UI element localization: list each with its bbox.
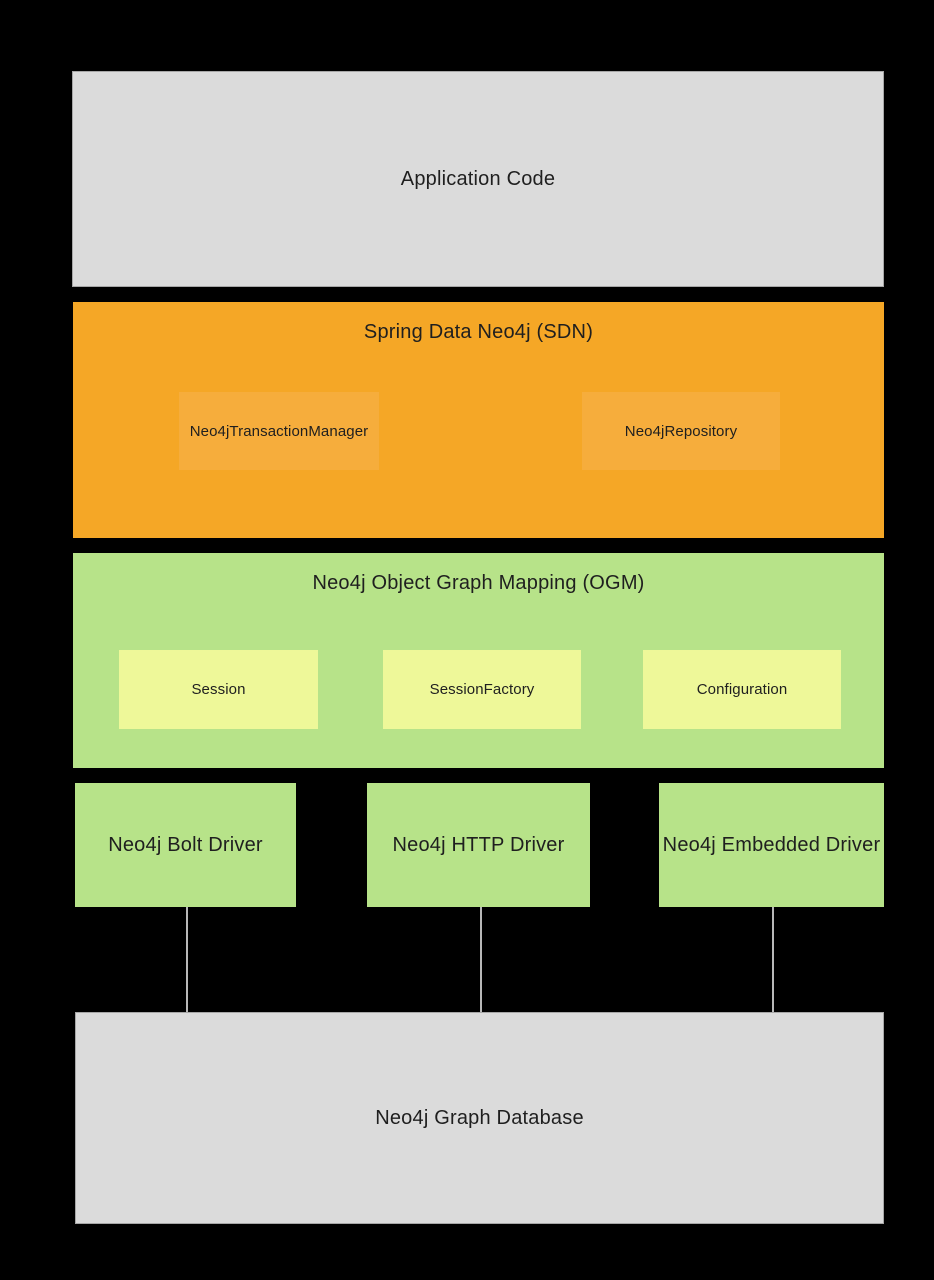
- session-label: Session: [191, 681, 246, 698]
- configuration-label: Configuration: [696, 681, 788, 698]
- layer-spring-data-neo4j: Spring Data Neo4j (SDN) Neo4jTransaction…: [73, 302, 884, 538]
- application-code-label: Application Code: [400, 167, 556, 190]
- layer-neo4j-graph-database: Neo4j Graph Database: [75, 1012, 884, 1224]
- ogm-title: Neo4j Object Graph Mapping (OGM): [312, 572, 645, 594]
- neo4j-embedded-driver-label: Neo4j Embedded Driver: [662, 833, 881, 856]
- session-factory-label: SessionFactory: [429, 681, 535, 698]
- connector-http-to-database: [480, 907, 482, 1012]
- connector-embedded-to-database: [772, 907, 774, 1012]
- neo4j-bolt-driver-label: Neo4j Bolt Driver: [108, 833, 263, 856]
- neo4j-graph-database-label: Neo4j Graph Database: [375, 1106, 584, 1129]
- component-neo4j-transaction-manager: Neo4jTransactionManager: [179, 392, 379, 470]
- driver-neo4j-http: Neo4j HTTP Driver: [367, 783, 590, 907]
- component-session-factory: SessionFactory: [383, 650, 581, 729]
- connector-bolt-to-database: [186, 907, 188, 1012]
- neo4j-transaction-manager-label: Neo4jTransactionManager: [189, 422, 369, 440]
- component-configuration: Configuration: [643, 650, 841, 729]
- driver-neo4j-bolt: Neo4j Bolt Driver: [75, 783, 296, 907]
- component-neo4j-repository: Neo4jRepository: [582, 392, 780, 470]
- component-session: Session: [119, 650, 318, 729]
- layer-neo4j-ogm: Neo4j Object Graph Mapping (OGM) Session…: [73, 553, 884, 768]
- layer-application-code: Application Code: [72, 71, 884, 287]
- neo4j-http-driver-label: Neo4j HTTP Driver: [392, 833, 565, 856]
- neo4j-repository-label: Neo4jRepository: [624, 422, 738, 440]
- driver-neo4j-embedded: Neo4j Embedded Driver: [659, 783, 884, 907]
- sdn-title: Spring Data Neo4j (SDN): [363, 321, 594, 343]
